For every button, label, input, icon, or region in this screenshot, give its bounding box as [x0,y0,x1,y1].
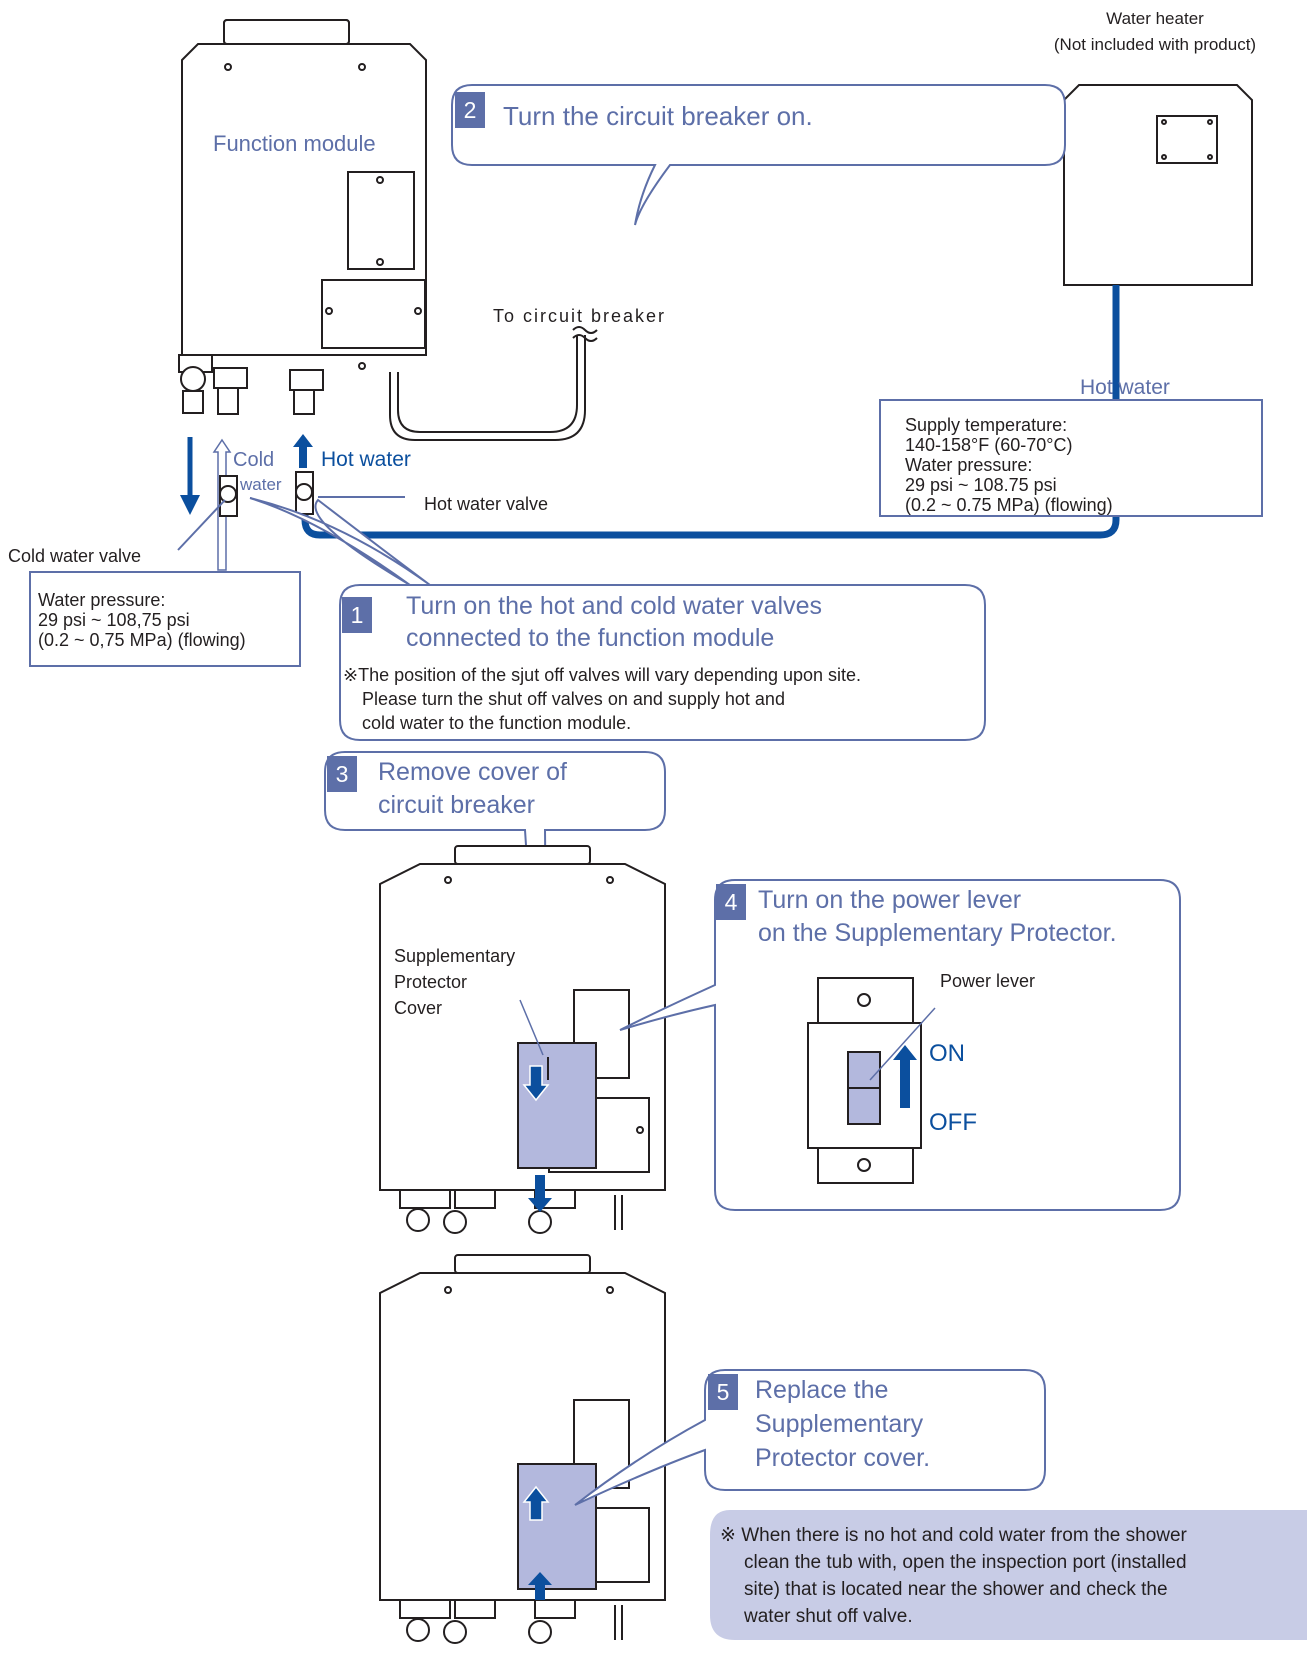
water-heater-label: Water heater [1106,9,1204,28]
step2-line1: Turn the circuit breaker on. [503,101,813,131]
spec-left-text: Water pressure: 29 psi ~ 108,75 psi (0.2… [38,590,246,650]
function-module-label: Function module [213,131,376,156]
valves [177,471,405,551]
step3-line1: Remove cover of [378,758,567,786]
step1-balloon [249,497,986,741]
spec-right-line3: Water pressure: [905,455,1033,475]
cold-water-valve-label: Cold water valve [8,546,142,566]
step4-number: 4 [716,884,746,920]
hot-water-label-left: Hot water [321,448,411,471]
spec-left-line2: 29 psi ~ 108,75 psi [38,610,190,630]
spec-right-text: Supply temperature: 140-158°F (60-70°C) … [905,415,1113,515]
cover-up-arrow [522,1485,550,1521]
hot-water-valve-label: Hot water valve [424,494,549,514]
spec-right-line4: 29 psi ~ 108.75 psi [905,475,1057,495]
bottom-note-line2: clean the tub with, open the inspection … [744,1552,1187,1573]
spec-box-left [29,571,301,667]
step4-line1: Turn on the power lever [758,886,1022,914]
step1-number: 1 [342,597,372,633]
spec-right-line2: 140-158°F (60-70°C) [905,435,1073,455]
step5-balloon [574,1369,1046,1506]
cover-down-arrow [522,1065,550,1102]
spec-left-line1: Water pressure: [38,590,166,610]
step1-note1: ※The position of the sjut off valves wil… [343,665,862,685]
supplementary-cover-label-1: Supplementary [394,946,516,966]
function-module-unit-mid [379,845,666,1234]
bottom-note-line1: ※ When there is no hot and cold water fr… [720,1525,1187,1546]
water-heater-unit [1063,84,1253,286]
step5-number: 5 [708,1374,738,1410]
step3-number: 3 [327,756,357,792]
bottom-note-line4: water shut off valve. [744,1606,913,1627]
water-heater-note: (Not included with product) [1053,35,1257,54]
step2-number: 2 [455,92,485,128]
cold-water-label-2: water [240,475,282,494]
hot-water-label-right: Hot water [1080,376,1170,399]
on-arrow [893,1045,917,1108]
bottom-note-line3: site) that is located near the shower an… [744,1579,1168,1600]
supplementary-cover-label-2: Protector [394,972,468,992]
to-circuit-breaker-label: To circuit breaker [493,306,667,326]
supplementary-cover-label-3: Cover [394,998,443,1018]
spec-right-line1: Supply temperature: [905,415,1068,435]
bottom-note-bg [710,1510,1307,1640]
step5-line3: Protector cover. [755,1444,931,1472]
spec-box-right [879,399,1263,517]
off-label: OFF [929,1109,977,1136]
step1-line2: connected to the function module [406,624,775,652]
step1-note2: Please turn the shut off valves on and s… [362,689,785,709]
step5-line2: Supplementary [755,1410,924,1438]
hot-water-pipe [301,285,1120,539]
protector-cover-mid [517,1042,597,1169]
step4-line2: on the Supplementary Protector. [758,919,1117,947]
cold-water-label-1: Cold [233,449,275,471]
on-label: ON [929,1040,965,1067]
step3-line2: circuit breaker [378,791,535,819]
function-module-unit [178,19,598,441]
step1-note3: cold water to the function module. [362,713,632,733]
step5-line1: Replace the [755,1376,889,1404]
step1-line1: Turn on the hot and cold water valves [406,592,822,620]
power-lever-label: Power lever [940,971,1036,991]
step2-balloon [451,84,1066,226]
protector-cover-bottom [517,1463,597,1590]
spec-left-line3: (0.2 ~ 0,75 MPa) (flowing) [38,630,246,650]
spec-right-line5: (0.2 ~ 0.75 MPa) (flowing) [905,495,1113,515]
